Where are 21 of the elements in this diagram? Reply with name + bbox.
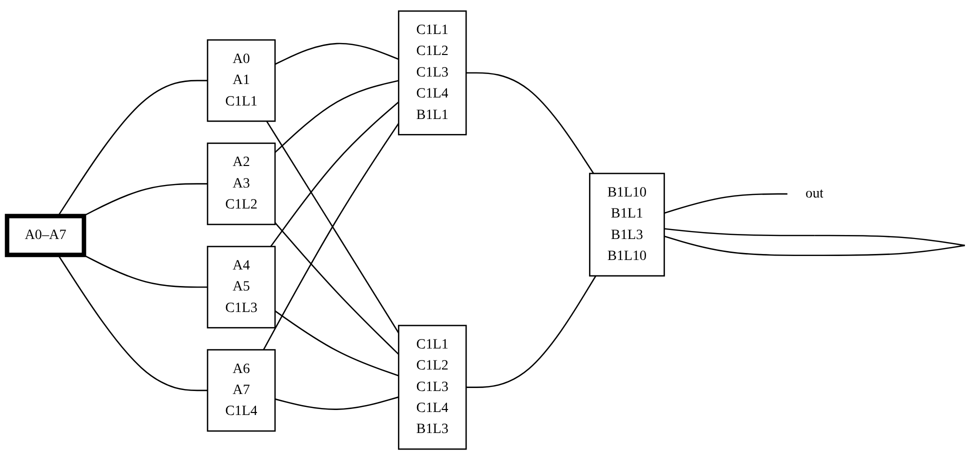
node-box bbox=[206, 40, 276, 122]
connector bbox=[274, 222, 400, 356]
node-box bbox=[398, 325, 467, 450]
node-text: out bbox=[806, 186, 824, 202]
node-box bbox=[206, 350, 276, 432]
node-box bbox=[398, 10, 467, 136]
node-box bbox=[589, 173, 665, 277]
connector bbox=[466, 72, 594, 174]
node-box bbox=[206, 143, 276, 226]
node-box bbox=[4, 214, 86, 258]
connector bbox=[58, 80, 208, 217]
connector bbox=[274, 80, 399, 154]
connector bbox=[664, 194, 788, 214]
connector bbox=[274, 43, 399, 66]
connector bbox=[274, 396, 399, 410]
connector bbox=[466, 276, 596, 388]
node-box bbox=[206, 246, 276, 329]
connector bbox=[274, 310, 399, 377]
circuit-diagram: A0–A7 A0 A1 C1L1 A2 A3 C1L2 A4 A5 C1L3 A6 A7 C1L4 C1L1 C1L2 C1L3 C1L4 B1L1 C1L1 C1L2 C1L3 C1L4 B1L3 B1L10 B1L1 B1L3 B1L10 out bbox=[0, 4, 972, 457]
connector bbox=[58, 254, 208, 392]
connector bbox=[270, 102, 400, 248]
